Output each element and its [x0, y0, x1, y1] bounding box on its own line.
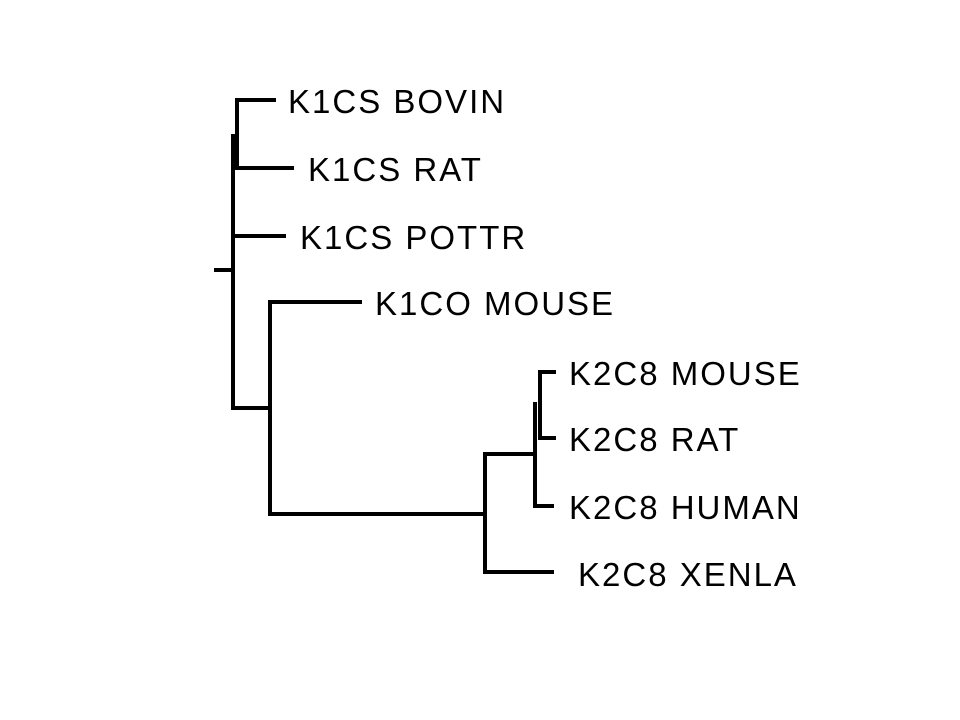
- leaf-label-pottr: K1CS POTTR: [300, 219, 527, 256]
- leaf-label-mouse2: K2C8 MOUSE: [569, 355, 802, 392]
- leaf-label-rat1: K1CS RAT: [308, 151, 483, 188]
- leaf-label-xenla: K2C8 XENLA: [578, 556, 798, 593]
- leaf-label-rat2: K2C8 RAT: [569, 421, 740, 458]
- leaf-label-human: K2C8 HUMAN: [569, 489, 802, 526]
- leaf-label-mouse1: K1CO MOUSE: [375, 285, 615, 322]
- leaf-label-bovin: K1CS BOVIN: [288, 83, 506, 120]
